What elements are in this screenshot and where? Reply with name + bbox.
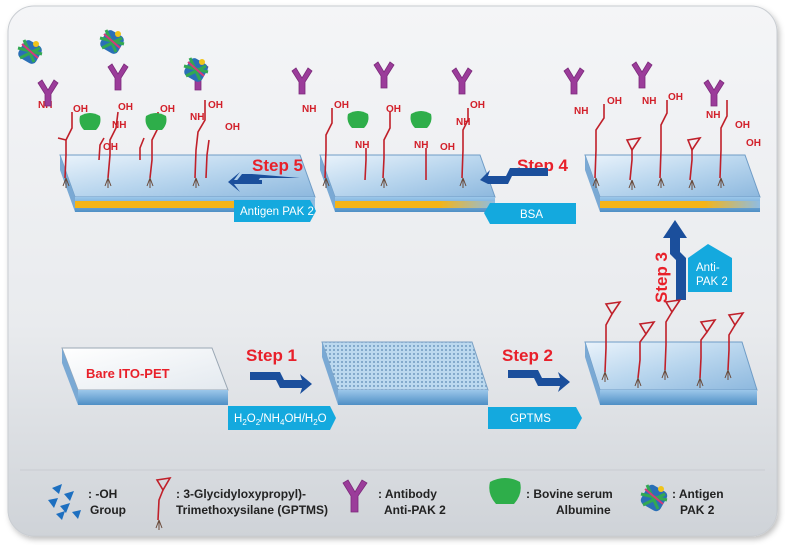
bsa-proteins-top <box>79 111 432 130</box>
slide-antibody-immobilized <box>584 154 761 212</box>
oh-label: OH <box>440 142 455 153</box>
step3-reagent-tag <box>688 244 732 292</box>
antibody-icon <box>563 67 585 95</box>
step3-reagent-line1: Anti- <box>696 262 720 274</box>
antigen-icon <box>183 57 209 82</box>
nh-label: NH <box>414 140 428 151</box>
nh-label: NH <box>642 96 656 107</box>
nh-label: NH <box>706 110 720 121</box>
nh-label: NH <box>190 112 204 123</box>
nh-label: NH <box>302 104 316 115</box>
ito-layer <box>75 201 315 208</box>
antibody-icon <box>451 67 473 95</box>
nh-label: NH <box>355 140 369 151</box>
ito-layer <box>335 201 495 208</box>
nh-label: NH <box>574 106 588 117</box>
bsa-icon <box>410 111 432 128</box>
oh-label: OH <box>208 100 223 111</box>
step3-arrow-icon <box>663 220 687 300</box>
legend-gptms-line2: Trimethoxysilane (GPTMS) <box>176 503 328 517</box>
legend-gptms-line1: : 3-Glycidyloxypropyl)- <box>176 487 306 501</box>
nh-label: NH <box>456 117 470 128</box>
slide-silanized <box>584 341 758 405</box>
step2-group: Step 2 GPTMS <box>488 346 582 429</box>
legend-oh-line2: Group <box>90 503 126 517</box>
step1-arrow-icon <box>250 372 312 394</box>
oh-label: OH <box>73 104 88 115</box>
step4-reagent-text: BSA <box>520 209 543 221</box>
legend-antibody-line1: : Antibody <box>378 487 437 501</box>
step3-reagent-line2: PAK 2 <box>696 276 728 288</box>
step3-label: Step 3 <box>652 252 671 303</box>
antibody-icon <box>342 479 368 513</box>
legend-antigen-line1: : Antigen <box>672 487 724 501</box>
oh-label: OH <box>225 122 240 133</box>
step5-reagent-tag <box>234 200 316 222</box>
antibody-icon <box>703 79 725 107</box>
step1-label: Step 1 <box>246 346 297 365</box>
bsa-icon <box>145 113 167 130</box>
oh-label: OH <box>746 138 761 149</box>
antibody-icon <box>631 61 653 89</box>
step4-arrow-icon <box>480 168 548 184</box>
oh-label: OH <box>470 100 485 111</box>
bsa-icon <box>489 478 521 504</box>
antibody-icon <box>373 61 395 89</box>
antibody-icon <box>107 63 129 91</box>
gptms-linkers-bottom <box>604 298 745 379</box>
anchors-top <box>62 177 725 190</box>
oh-label: OH <box>386 104 401 115</box>
oh-label: OH <box>668 92 683 103</box>
legend: : -OH Group : 3-Glycidyloxypropyl)- Trim… <box>48 476 724 530</box>
slide-bare-ito-pet: Bare ITO-PET <box>61 347 229 405</box>
oh-label: OH <box>160 104 175 115</box>
ito-layer <box>600 201 760 208</box>
anchors-bottom <box>601 369 732 388</box>
bare-ito-pet-label: Bare ITO-PET <box>86 366 170 381</box>
step4-group: Step 4 BSA <box>480 156 576 224</box>
antigen-icon <box>17 39 43 64</box>
step1-group: Step 1 H2O2/NH4OH/H2O <box>228 346 336 430</box>
legend-bsa-line1: : Bovine serum <box>526 487 613 501</box>
step2-label: Step 2 <box>502 346 553 365</box>
bsa-icon <box>347 111 369 128</box>
gptms-icon <box>155 476 172 530</box>
legend-bsa-line2: Albumine <box>556 503 611 517</box>
step5-reagent-text: Antigen PAK 2 <box>240 206 314 218</box>
antigen-icon <box>99 29 125 54</box>
oh-label: OH <box>334 100 349 111</box>
antibody-icon <box>37 79 59 107</box>
oh-group-icon <box>48 484 81 520</box>
step2-arrow-icon <box>508 370 570 392</box>
step5-group: Step 5 Antigen PAK 2 <box>228 156 316 222</box>
nh-label: NH <box>112 120 126 131</box>
step4-reagent-tag <box>484 203 576 224</box>
step1-reagent-tag <box>228 406 336 430</box>
bsa-icon <box>79 113 101 130</box>
oh-label: OH <box>735 120 750 131</box>
oh-label: OH <box>118 102 133 113</box>
antigen-icon <box>640 484 668 512</box>
slide-bsa-blocked <box>319 154 496 212</box>
slide-hydroxylated <box>321 341 489 405</box>
legend-antigen-line2: PAK 2 <box>680 503 715 517</box>
antigens-top <box>17 29 209 82</box>
step5-label: Step 5 <box>252 156 303 175</box>
step3-group: Step 3 Anti- PAK 2 <box>652 220 732 303</box>
legend-antibody-line2: Anti-PAK 2 <box>384 503 446 517</box>
antibody-icon <box>291 67 313 95</box>
step2-reagent-text: GPTMS <box>510 413 551 425</box>
legend-oh-line1: : -OH <box>88 487 117 501</box>
gptms-linkers-top <box>57 100 728 181</box>
step2-reagent-tag <box>488 407 582 429</box>
oh-label: OH <box>607 96 622 107</box>
oh-label: OH <box>103 142 118 153</box>
